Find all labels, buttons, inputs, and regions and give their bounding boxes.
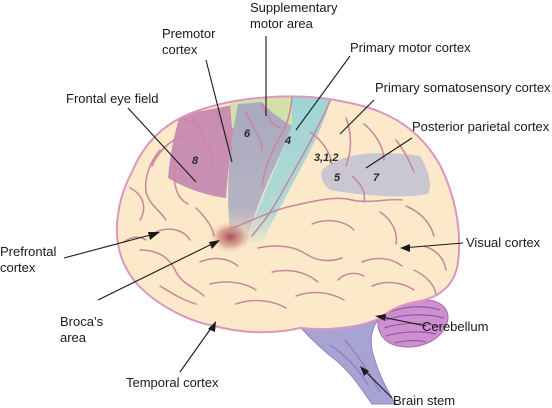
area-number-6: 6 (244, 128, 251, 140)
cerebellum-arrowhead (375, 314, 386, 321)
primary-motor-region (246, 96, 332, 242)
primary-motor-leader (295, 55, 351, 131)
premotor-region (228, 102, 292, 245)
temporal-cortex-leader (179, 323, 215, 373)
posterior-parietal-region (321, 152, 430, 197)
label-supplementary-motor-area: Supplementary motor area (250, 0, 341, 31)
area-number-4: 4 (284, 135, 291, 147)
brocas-area-leader (97, 241, 217, 301)
label-premotor-cortex: Premotor cortex (162, 26, 219, 57)
somatosensory-leader (339, 99, 375, 135)
label-posterior-parietal-cortex: Posterior parietal cortex (412, 119, 550, 134)
area-number-8: 8 (192, 155, 199, 167)
area-number-3-1-2: 3,1,2 (314, 152, 338, 164)
label-cerebellum: Cerebellum (422, 319, 488, 334)
area-number-7: 7 (373, 172, 380, 184)
premotor-leader (205, 59, 233, 163)
prefrontal-arrowhead (148, 232, 160, 240)
label-brocas-area: Broca’s area (60, 314, 107, 345)
frontal-eye-field-region (168, 104, 238, 198)
prefrontal-leader (63, 233, 155, 259)
label-primary-motor-cortex: Primary motor cortex (350, 40, 471, 55)
label-primary-somatosensory-cortex: Primary somatosensory cortex (375, 80, 551, 95)
brain-stem-arrowhead (360, 366, 369, 376)
label-temporal-cortex: Temporal cortex (126, 375, 219, 390)
visual-cortex-leader (401, 242, 464, 249)
area-number-5: 5 (334, 172, 341, 184)
brocas-area-region (208, 220, 252, 254)
temporal-cortex-arrowhead (208, 321, 216, 332)
frontal-eye-field-leader (127, 107, 197, 183)
label-brain-stem: Brain stem (393, 393, 455, 408)
posterior-parietal-leader (365, 137, 413, 169)
brocas-area-arrowhead (209, 240, 220, 249)
visual-cortex-arrowhead (400, 244, 410, 252)
label-prefrontal-cortex: Prefrontal cortex (0, 244, 60, 275)
label-frontal-eye-field: Frontal eye field (66, 91, 159, 106)
label-visual-cortex: Visual cortex (466, 235, 541, 250)
